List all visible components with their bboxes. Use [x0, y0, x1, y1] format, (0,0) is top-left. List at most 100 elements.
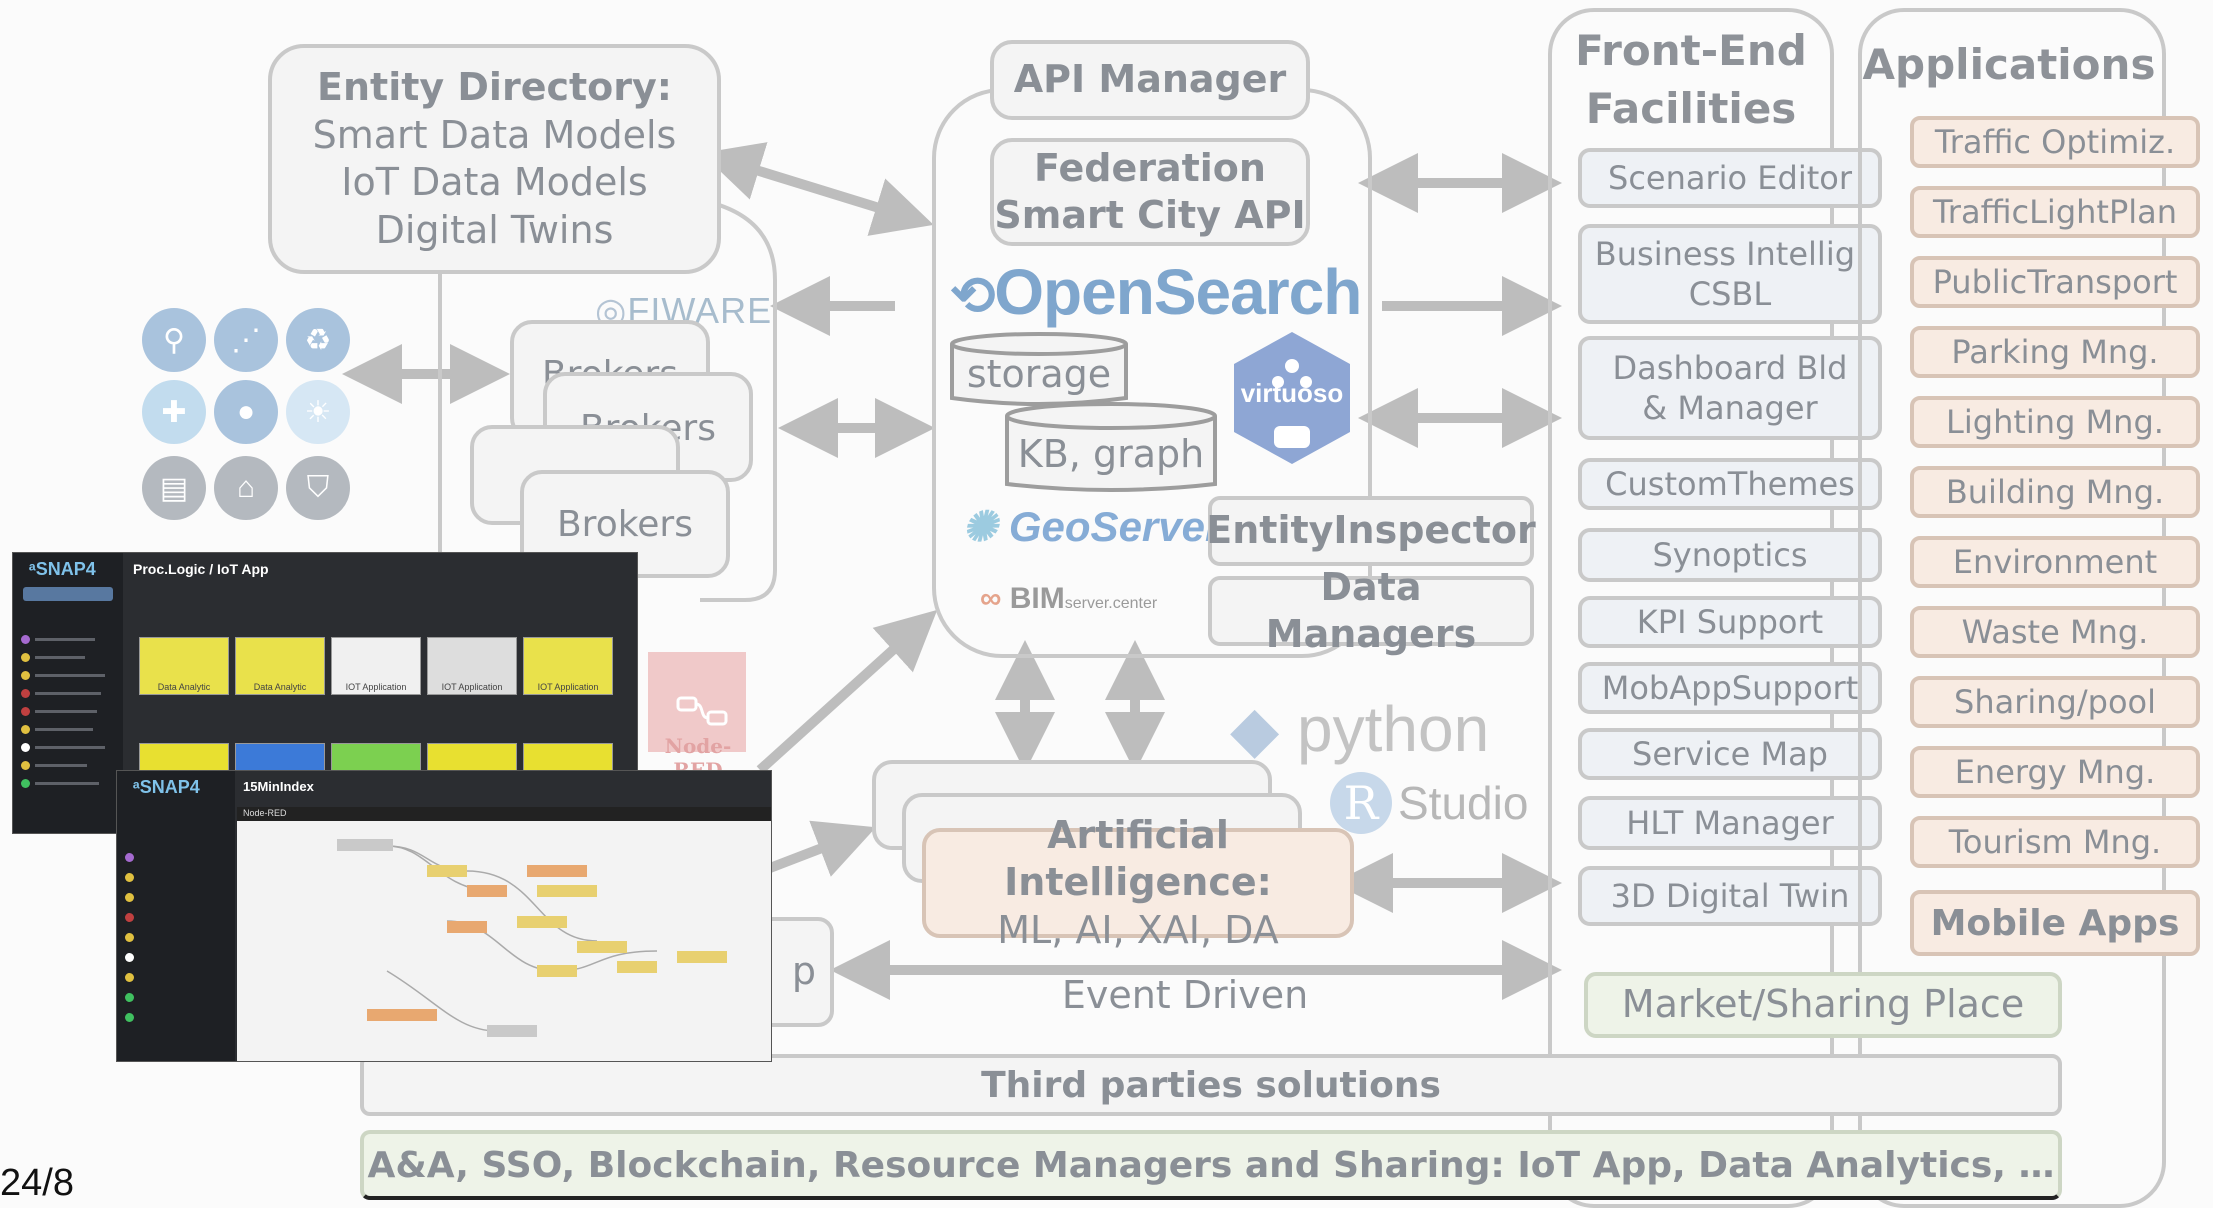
application-item-label: Tourism Mng.	[1948, 823, 2162, 861]
application-item: Waste Mng.	[1910, 606, 2200, 658]
application-item-label: PublicTransport	[1932, 263, 2178, 301]
screenshot2-logo-text: SNAP4	[139, 777, 200, 797]
application-item-label: Sharing/pool	[1954, 683, 2156, 721]
screenshot1-menu-dot	[21, 671, 30, 680]
screenshot1-tile[interactable]: IOT Application	[331, 637, 421, 695]
screenshot1-tile-label: IOT Application	[441, 682, 503, 692]
data-managers-box: Data Managers	[1208, 565, 1534, 656]
screenshot1-menu-dot	[21, 743, 30, 752]
water-tap-icon: ⚲	[142, 308, 206, 372]
screenshot2-sidebar	[117, 771, 235, 1061]
screenshot2-title: 15MinIndex	[243, 779, 314, 794]
screenshot1-menu-dot	[21, 707, 30, 716]
screenshot1-tile-label: IOT Application	[345, 682, 407, 692]
frontend-item: Synoptics	[1578, 528, 1882, 582]
screenshot2-nodered-header: Node-RED	[237, 807, 771, 821]
api-manager-box: API Manager	[990, 40, 1310, 120]
frontend-item-label: MobAppSupport	[1601, 669, 1859, 707]
market-sharing-label: Market/Sharing Place	[1621, 982, 2025, 1027]
screenshot1-menu-dot	[21, 779, 30, 788]
virtuoso-logo	[1234, 332, 1350, 464]
screenshot1-menu-line	[35, 692, 101, 695]
screenshot2-menu-dot	[125, 913, 134, 922]
application-item-label: Traffic Optimiz.	[1934, 123, 2176, 161]
screenshot1-tile[interactable]: IOT Application	[523, 637, 613, 695]
opensearch-icon: ⟲	[950, 266, 995, 326]
federation-line-2: Smart City API	[994, 193, 1306, 237]
mobile-apps-label: Mobile Apps	[1930, 902, 2180, 944]
snap4-logo-icon: ᵃ	[133, 777, 140, 797]
storage-cylinder	[950, 332, 1128, 406]
screenshot1-tile-label: Data Analytic	[253, 682, 307, 692]
geoserver-logo: ✺ GeoServer	[962, 502, 1221, 551]
storage-label: storage	[966, 352, 1112, 396]
screenshot1-menu-line	[35, 710, 97, 713]
geoserver-label: GeoServer	[1008, 503, 1222, 550]
application-item: Tourism Mng.	[1910, 816, 2200, 868]
screenshot2-flow-canvas[interactable]	[237, 821, 771, 1061]
market-sharing-box: Market/Sharing Place	[1584, 972, 2062, 1038]
screenshot1-menu-line	[35, 746, 105, 749]
entity-inspector-label: EntityInspector	[1206, 508, 1536, 553]
screenshot1-menu-line	[35, 764, 87, 767]
federation-line-1: Federation	[1034, 145, 1266, 190]
screenshot2-menu-dot	[125, 1013, 134, 1022]
screenshot1-menu-dot	[21, 689, 30, 698]
frontend-item: Dashboard Bld & Manager	[1578, 336, 1882, 440]
frontend-title-line-2: Facilities	[1585, 84, 1797, 133]
screenshot1-tile[interactable]: Data Analytic	[139, 637, 229, 695]
frontend-title: Front-End Facilities	[1548, 22, 1834, 138]
medical-kit-icon: ✚	[142, 380, 206, 444]
api-manager-label: API Manager	[1013, 57, 1287, 102]
snap4-logo-icon: ᵃ	[29, 559, 36, 579]
bimserver-sub-label: server.center	[1064, 595, 1158, 612]
frontend-item: CustomThemes	[1578, 458, 1882, 510]
frontend-item-label: Synoptics	[1652, 536, 1808, 574]
screenshot1-menu-line	[35, 638, 95, 641]
chat-bubble-icon: ●	[214, 380, 278, 444]
screenshot1-tile[interactable]: IOT Application	[427, 637, 517, 695]
brokers-group-outline	[699, 198, 777, 602]
entity-directory-title: Entity Directory:	[317, 65, 672, 109]
frontend-item-label: HLT Manager	[1626, 804, 1834, 842]
screenshot2-flow-graph	[337, 839, 727, 1037]
kb-graph-cylinder	[1005, 402, 1217, 492]
frontend-item-label: Dashboard Bld & Manager	[1612, 349, 1848, 427]
screenshot1-menu-line	[35, 782, 99, 785]
arrow-entity-dir-to-core	[701, 142, 934, 236]
screenshot1-logo-text: SNAP4	[35, 559, 96, 579]
home-icon: ⌂	[214, 456, 278, 520]
page-number: 24/8	[0, 1162, 74, 1204]
application-item-label: Energy Mng.	[1954, 753, 2156, 791]
application-item-label: TrafficLightPlan	[1932, 193, 2178, 231]
screenshot1-tile-label: Data Analytic	[157, 682, 211, 692]
broker-label-front: Brokers	[556, 503, 693, 545]
building-icon: ▤	[142, 456, 206, 520]
python-label: python	[1297, 693, 1490, 765]
application-item: Energy Mng.	[1910, 746, 2200, 798]
frontend-item: Scenario Editor	[1578, 148, 1882, 208]
screenshot1-tile[interactable]: Data Analytic	[235, 637, 325, 695]
application-item-label: Waste Mng.	[1961, 613, 2149, 651]
screenshot1-menu-line	[35, 674, 105, 677]
third-parties-bar: Third parties solutions	[360, 1054, 2062, 1116]
screenshot-15min-index: ᵃSNAP4 15MinIndex Node-RED	[116, 770, 772, 1062]
recycle-icon: ♻	[286, 308, 350, 372]
data-managers-label: Data Managers	[1265, 564, 1477, 657]
application-item-label: Environment	[1952, 543, 2158, 581]
screenshot2-menu-dot	[125, 953, 134, 962]
frontend-item-label: Service Map	[1632, 735, 1828, 773]
node-red-logo	[648, 652, 746, 752]
aa-sso-bar: A&A, SSO, Blockchain, Resource Managers …	[360, 1130, 2062, 1200]
application-item: Environment	[1910, 536, 2200, 588]
screenshot1-side-button[interactable]	[23, 587, 113, 601]
network-icon: ⋰	[214, 308, 278, 372]
screenshot1-tile-label: IOT Application	[537, 682, 599, 692]
bimserver-logo: ∞ BIMserver.center	[980, 582, 1157, 616]
ai-title: Artificial Intelligence:	[1004, 812, 1272, 905]
entity-directory-box: Entity Directory: Smart Data Models IoT …	[268, 44, 721, 274]
application-item: PublicTransport	[1910, 256, 2200, 308]
entity-directory-line-3: Digital Twins	[375, 207, 614, 252]
event-driven-label: Event Driven	[1061, 973, 1309, 1017]
